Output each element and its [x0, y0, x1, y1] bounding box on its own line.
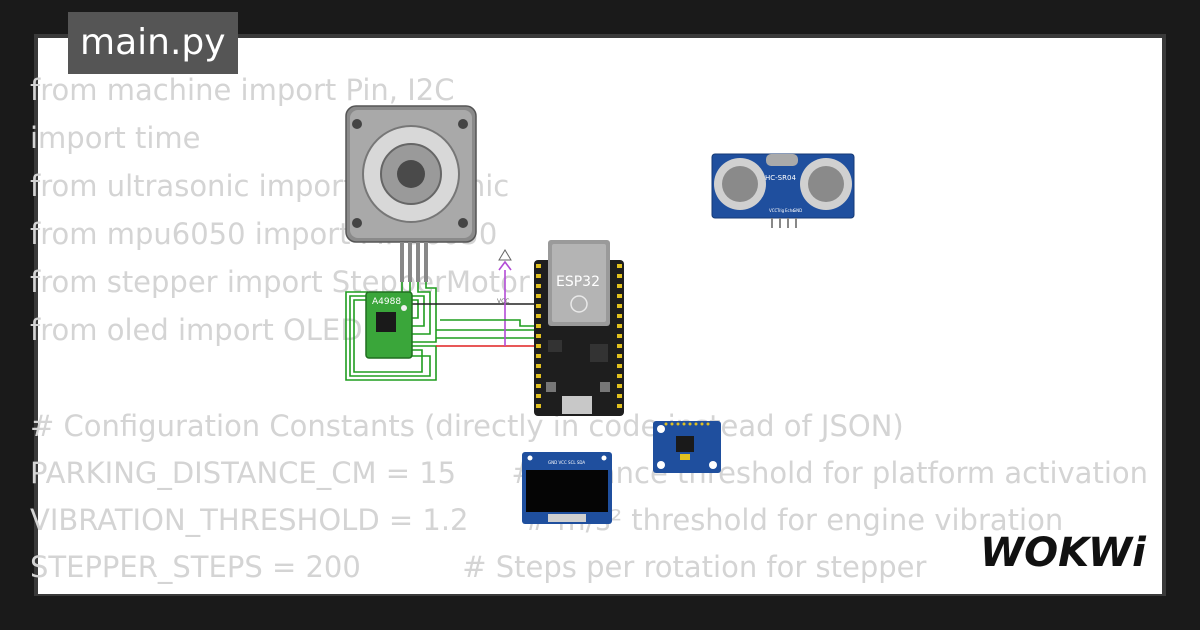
mcu-label: ESP32	[556, 274, 600, 290]
wokwi-logo: WOKWi	[976, 522, 1152, 582]
ultrasonic-pin-label: Echo	[785, 208, 795, 213]
driver-label: A4988	[372, 297, 401, 307]
ultrasonic-label: HC-SR04	[765, 174, 796, 182]
oled-pin-labels: GND VCC SCL SDA	[548, 460, 585, 465]
ultrasonic-pin-label: GND	[793, 208, 802, 213]
code-line: import time	[30, 121, 201, 155]
mpu6050-sensor[interactable]	[653, 421, 721, 473]
esp32-pins-right	[617, 264, 622, 408]
vcc-arrow-icon	[498, 249, 512, 261]
esp32-pins-left	[536, 264, 541, 408]
ultrasonic-pin-label: VCC	[769, 208, 778, 213]
code-line: STEPPER_STEPS = 200 # Steps per rotation…	[30, 550, 927, 584]
ultrasonic-pin-label: Trig	[776, 208, 785, 213]
esp32-board[interactable]: ESP32	[534, 240, 624, 416]
vcc-label: VCC	[497, 298, 509, 305]
file-tab[interactable]: main.py	[68, 12, 238, 74]
a4988-driver[interactable]: A4988	[365, 291, 413, 359]
logo-text: WOKWi	[980, 530, 1147, 576]
oled-display[interactable]: GND VCC SCL SDA	[522, 452, 612, 524]
code-background: from machine import Pin, I2C import time…	[30, 66, 1148, 584]
code-line: from machine import Pin, I2C	[30, 73, 455, 107]
wires	[345, 260, 540, 381]
hc-sr04-sensor[interactable]: HC-SR04 VCC Trig Echo GND	[711, 153, 855, 228]
wokwi-logo-icon: WOKWi	[980, 530, 1147, 576]
code-line: PARKING_DISTANCE_CM = 15 # distance thre…	[30, 456, 1149, 490]
stepper-motor[interactable]	[345, 105, 477, 282]
